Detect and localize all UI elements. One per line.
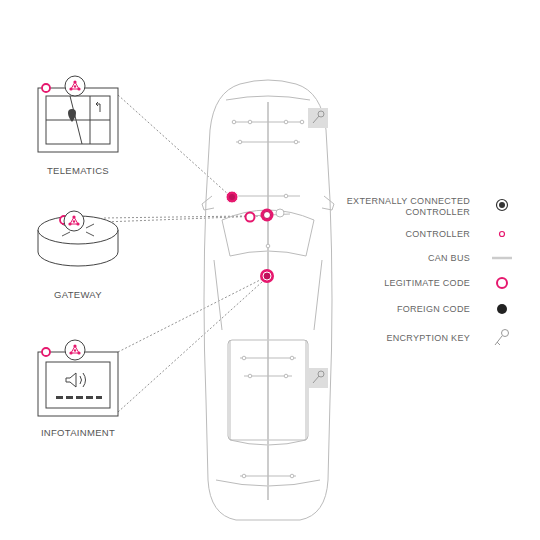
legend-label: LEGITIMATE CODE xyxy=(330,278,470,289)
legend-label: EXTERNALLY CONNECTED CONTROLLER xyxy=(340,196,470,218)
legend-label: CAN BUS xyxy=(330,253,470,264)
legend-label: CONTROLLER xyxy=(330,229,470,240)
legend-label: FOREIGN CODE xyxy=(330,304,470,315)
component-label: TELEMATICS xyxy=(20,165,136,176)
legend-label: ENCRYPTION KEY xyxy=(330,333,470,344)
component-panel: TELEMATICS xyxy=(20,80,136,176)
component-panel: GATEWAY xyxy=(20,212,136,300)
component-panel: INFOTAINMENT xyxy=(20,344,136,438)
component-label: GATEWAY xyxy=(20,289,136,300)
component-label: INFOTAINMENT xyxy=(20,427,136,438)
